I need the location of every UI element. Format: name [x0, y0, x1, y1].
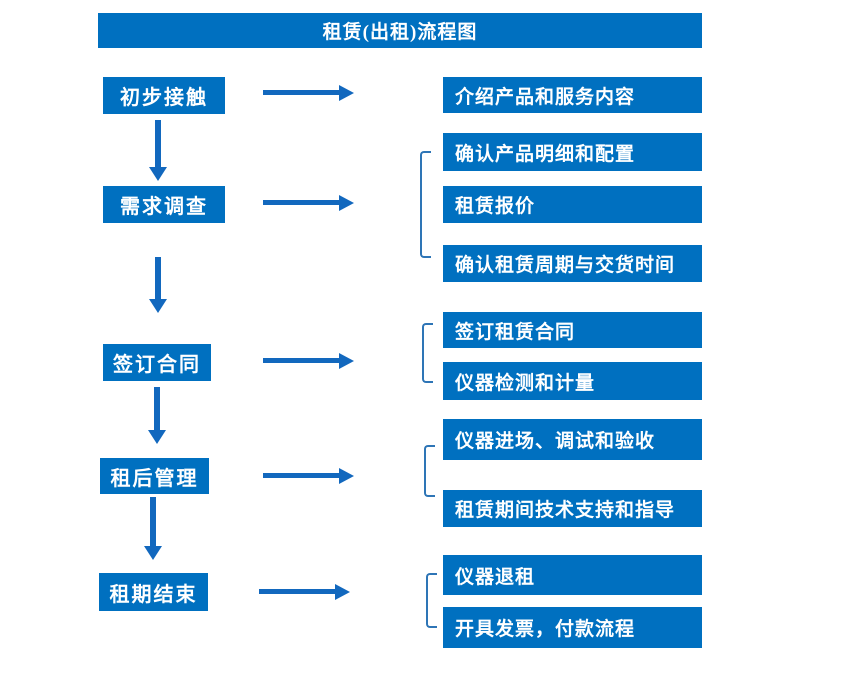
step-box-post-rental-management: 租后管理: [100, 458, 209, 494]
step-box-demand-survey: 需求调查: [103, 186, 225, 223]
output-box-sign-rental-contract: 签订租赁合同: [443, 312, 702, 348]
output-box-instrument-setup: 仪器进场、调试和验收: [443, 419, 702, 460]
output-box-instrument-testing: 仪器检测和计量: [443, 362, 702, 400]
group-bracket: [424, 445, 435, 497]
right-arrow-icon: [263, 90, 339, 95]
down-arrow-icon: [150, 497, 156, 546]
down-arrow-icon: [155, 257, 161, 299]
right-arrow-icon: [263, 358, 339, 363]
output-box-invoice-payment: 开具发票，付款流程: [443, 607, 702, 648]
down-arrow-icon: [155, 120, 161, 167]
right-arrow-icon: [259, 589, 335, 594]
step-box-sign-contract: 签订合同: [103, 344, 211, 381]
flowchart-title-bar: 租赁(出租)流程图: [98, 13, 702, 48]
output-box-confirm-rental-period: 确认租赁周期与交货时间: [443, 245, 702, 282]
group-bracket: [422, 323, 433, 383]
group-bracket: [426, 573, 437, 628]
output-box-confirm-product-details: 确认产品明细和配置: [443, 133, 702, 171]
flowchart-title: 租赁(出租)流程图: [322, 22, 478, 43]
group-bracket: [420, 151, 431, 258]
output-box-introduce-products: 介绍产品和服务内容: [443, 77, 702, 113]
down-arrow-icon: [154, 387, 160, 430]
output-box-instrument-return: 仪器退租: [443, 555, 702, 595]
output-box-tech-support: 租赁期间技术支持和指导: [443, 490, 702, 527]
step-box-rental-end: 租期结束: [99, 573, 208, 611]
right-arrow-icon: [263, 473, 339, 478]
step-box-initial-contact: 初步接触: [103, 77, 225, 114]
right-arrow-icon: [263, 200, 339, 205]
output-box-rental-quote: 租赁报价: [443, 186, 702, 223]
